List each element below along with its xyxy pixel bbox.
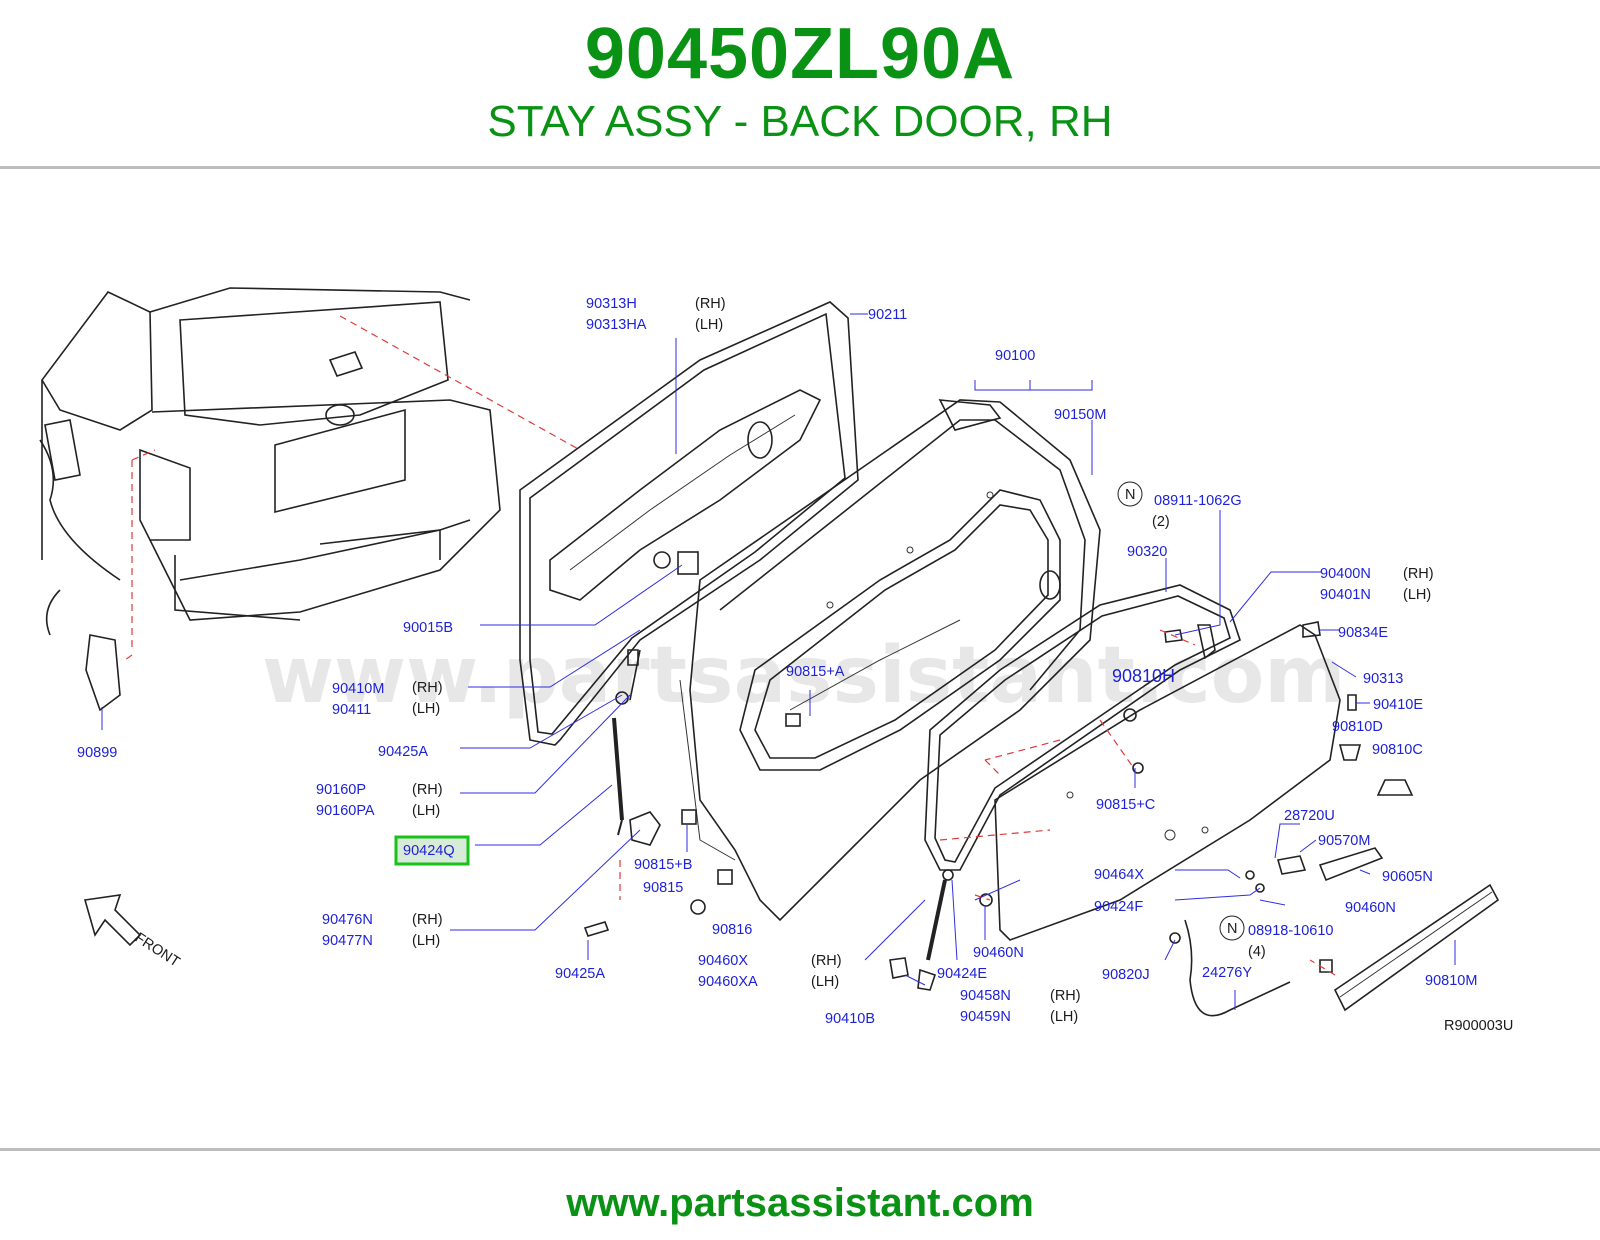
tag-lh: (LH) — [412, 803, 440, 819]
label-90410e[interactable]: 90410E — [1373, 697, 1423, 713]
tag-rh: (RH) — [695, 296, 726, 312]
label-90460n-center[interactable]: 90460N — [973, 945, 1024, 961]
label-90160p[interactable]: 90160P — [316, 782, 366, 798]
label-90815-a[interactable]: 90815+A — [786, 664, 845, 680]
label-90320[interactable]: 90320 — [1127, 544, 1167, 560]
glass-seal-90320 — [924, 584, 1241, 871]
label-24276y[interactable]: 24276Y — [1202, 965, 1252, 981]
highlight-box-90424q — [394, 835, 470, 866]
label-90410b[interactable]: 90410B — [825, 1011, 875, 1027]
part-description: STAY ASSY - BACK DOOR, RH — [487, 97, 1113, 146]
tag-rh: (RH) — [412, 912, 443, 928]
label-90459n[interactable]: 90459N — [960, 1009, 1011, 1025]
label-90410m[interactable]: 90410M — [332, 681, 384, 697]
qty-08911: (2) — [1152, 514, 1170, 530]
label-90015b[interactable]: 90015B — [403, 620, 453, 636]
label-90424e[interactable]: 90424E — [937, 966, 987, 982]
label-90834e[interactable]: 90834E — [1338, 625, 1388, 641]
label-90460n-right[interactable]: 90460N — [1345, 900, 1396, 916]
front-arrow: FRONT — [83, 894, 183, 971]
front-label: FRONT — [132, 930, 183, 971]
label-90313h[interactable]: 90313H — [586, 296, 637, 312]
tag-lh: (LH) — [695, 317, 723, 333]
figure-code: R900003U — [1444, 1018, 1513, 1034]
label-90476n[interactable]: 90476N — [322, 912, 373, 928]
part-labels: 90313H (RH) 90313HA (LH) 90211 90100 901… — [77, 296, 1513, 1034]
label-90400n[interactable]: 90400N — [1320, 566, 1371, 582]
leader-lines — [101, 313, 1456, 1010]
label-90816[interactable]: 90816 — [712, 922, 752, 938]
nut-symbol-2-label: N — [1227, 921, 1237, 937]
assembly-guides — [124, 315, 1336, 976]
label-90425a-upper[interactable]: 90425A — [378, 744, 428, 760]
watermark-text: www.partsassistant.com — [262, 631, 1346, 721]
label-90464x[interactable]: 90464X — [1094, 867, 1144, 883]
small-fasteners — [583, 621, 1414, 979]
tag-rh: (RH) — [412, 782, 443, 798]
label-90424q[interactable]: 90424Q — [403, 843, 455, 859]
label-90820j[interactable]: 90820J — [1102, 967, 1150, 983]
label-90458n[interactable]: 90458N — [960, 988, 1011, 1004]
label-08918-10610[interactable]: 08918-10610 — [1248, 923, 1333, 939]
label-90211[interactable]: 90211 — [868, 307, 907, 323]
garnish-90810m — [1333, 883, 1500, 1012]
label-90401n[interactable]: 90401N — [1320, 587, 1371, 603]
label-90100[interactable]: 90100 — [995, 348, 1035, 364]
nut-symbol-2 — [1219, 915, 1245, 941]
tag-rh: (RH) — [1050, 988, 1081, 1004]
tag-rh: (RH) — [811, 953, 842, 969]
seal-24276y — [1184, 919, 1291, 1017]
label-90150m[interactable]: 90150M — [1054, 407, 1106, 423]
label-90570m[interactable]: 90570M — [1318, 833, 1370, 849]
tag-lh: (LH) — [412, 701, 440, 717]
parts-diagram: www.partsassistant.com — [0, 240, 1600, 1080]
label-90411[interactable]: 90411 — [332, 702, 371, 718]
label-90810m[interactable]: 90810M — [1425, 973, 1477, 989]
label-90810c[interactable]: 90810C — [1372, 742, 1423, 758]
part-number-title: 90450ZL90A — [584, 14, 1016, 94]
label-90460xa[interactable]: 90460XA — [698, 974, 758, 990]
tag-lh: (LH) — [1050, 1009, 1078, 1025]
back-door-glass-90313 — [994, 624, 1341, 941]
inner-finisher-drawing — [549, 389, 822, 601]
nut-symbol-1 — [1117, 481, 1143, 507]
header-divider — [0, 166, 1600, 169]
label-90815-c[interactable]: 90815+C — [1096, 797, 1155, 813]
tag-lh: (LH) — [1403, 587, 1431, 603]
label-90815-b[interactable]: 90815+B — [634, 857, 692, 873]
vehicle-rear-drawing — [39, 287, 501, 712]
label-90313ha[interactable]: 90313HA — [586, 317, 647, 333]
label-90424f[interactable]: 90424F — [1094, 899, 1143, 915]
label-90810h[interactable]: 90810H — [1112, 666, 1175, 686]
label-90477n[interactable]: 90477N — [322, 933, 373, 949]
footer-divider — [0, 1148, 1600, 1151]
qty-08918: (4) — [1248, 944, 1266, 960]
label-90810d[interactable]: 90810D — [1332, 719, 1383, 735]
label-08911-1062g[interactable]: 08911-1062G — [1154, 493, 1242, 509]
nut-symbol-1-label: N — [1125, 487, 1135, 503]
label-90815[interactable]: 90815 — [643, 880, 683, 896]
label-90425a-lower[interactable]: 90425A — [555, 966, 605, 982]
label-90313[interactable]: 90313 — [1363, 671, 1403, 687]
tag-rh: (RH) — [412, 680, 443, 696]
page-header: 90450ZL90A STAY ASSY - BACK DOOR, RH — [0, 0, 1600, 168]
tag-rh: (RH) — [1403, 566, 1434, 582]
tag-lh: (LH) — [412, 933, 440, 949]
footer-url-link[interactable]: www.partsassistant.com — [566, 1181, 1034, 1225]
label-90460x[interactable]: 90460X — [698, 953, 748, 969]
label-28720u[interactable]: 28720U — [1284, 808, 1335, 824]
label-90160pa[interactable]: 90160PA — [316, 803, 375, 819]
label-90605n[interactable]: 90605N — [1382, 869, 1433, 885]
weatherstrip-90211 — [519, 301, 859, 746]
label-90899[interactable]: 90899 — [77, 745, 117, 761]
exploded-view-svg: www.partsassistant.com — [39, 287, 1513, 1034]
tag-lh: (LH) — [811, 974, 839, 990]
